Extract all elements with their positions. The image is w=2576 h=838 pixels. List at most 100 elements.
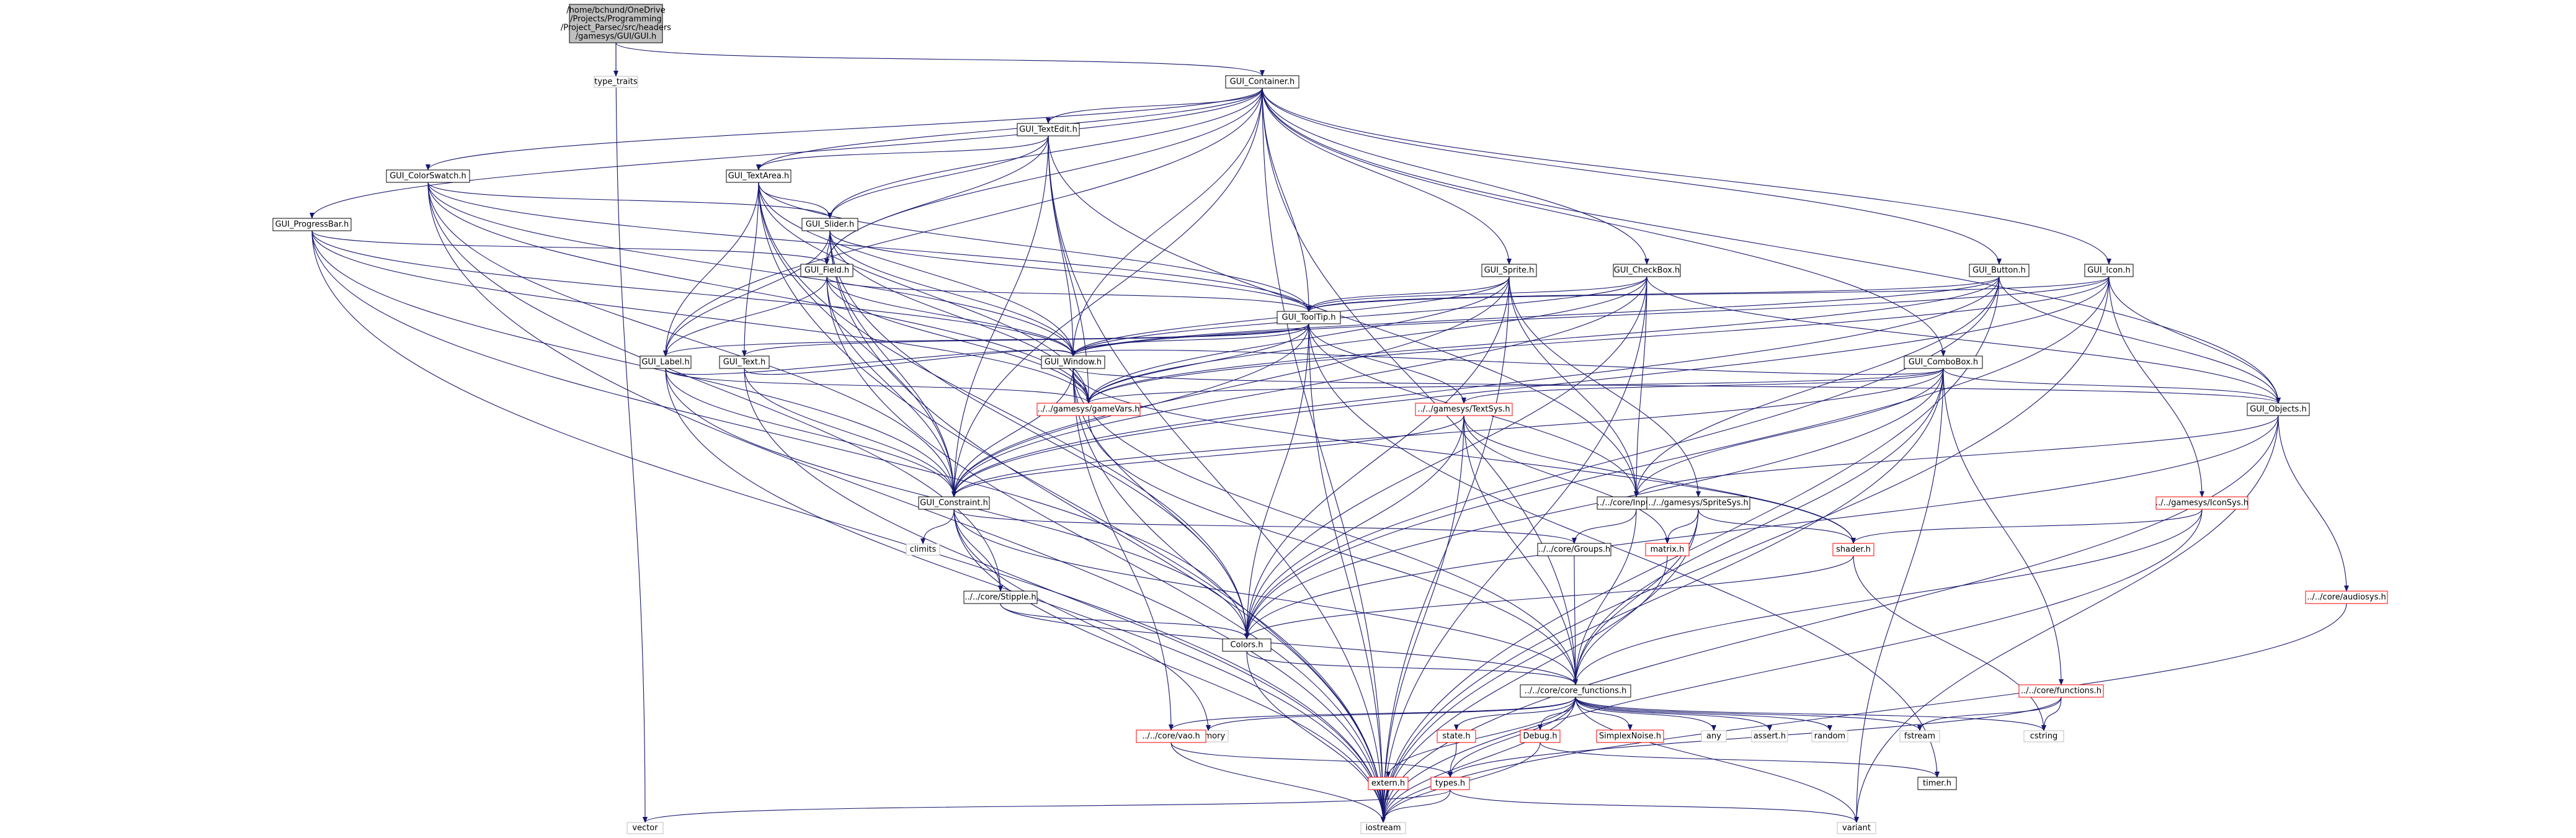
node-extern[interactable]: extern.h [1368,777,1409,790]
node-label-functions: ../../core/functions.h [2021,687,2101,696]
edge-constraint-to-iostream [953,509,1386,823]
edge-progressbar-to-colors [311,230,1249,640]
node-tooltip[interactable]: GUI_ToolTip.h [1277,311,1341,324]
edge-container-to-core-functions [1262,87,1578,685]
node-iconsys[interactable]: ../../gamesys/IconSys.h [2155,496,2248,510]
node-root[interactable]: /home/bchund/OneDrive/Projects/Programmi… [561,4,671,43]
node-sprite[interactable]: GUI_Sprite.h [1481,264,1537,277]
edge-textarea-to-window [758,182,1076,357]
edge-slider-to-label [663,230,831,357]
node-state[interactable]: state.h [1437,729,1476,743]
node-assert: assert.h [1751,730,1788,742]
node-debug[interactable]: Debug.h [1520,729,1561,743]
edge-container-to-icon [1262,87,2111,265]
node-box-debug [1520,729,1561,743]
node-box-text [719,355,770,369]
node-gamevars[interactable]: ../../gamesys/gameVars.h [1036,403,1141,416]
edge-constraint-to-climits [920,509,955,545]
edge-icon-to-constraint [952,276,2110,497]
edge-icon-to-iostream [1381,276,2110,823]
edge-textarea-to-label [663,182,759,357]
edge-sprite-to-constraint [952,276,1510,497]
node-matrix[interactable]: matrix.h [1645,543,1690,556]
node-box-random [1811,730,1848,742]
edge-types-to-vector [643,789,1451,823]
node-textarea[interactable]: GUI_TextArea.h [726,169,791,183]
node-field[interactable]: GUI_Field.h [800,264,853,277]
nodes-layer: /home/bchund/OneDrive/Projects/Programmi… [272,4,2388,834]
node-slider[interactable]: GUI_Slider.h [801,218,858,231]
edge-container-to-textarea [756,87,1263,171]
node-objects[interactable]: GUI_Objects.h [2247,403,2310,416]
edge-core-functions-to-any [1575,697,1716,731]
edge-colors-to-iostream [1246,651,1386,823]
node-label-root-4: /gamesys/GUI/GUI.h [576,32,656,42]
node-shader[interactable]: shader.h [1832,543,1874,556]
node-button[interactable]: GUI_Button.h [1969,264,2030,277]
node-box-field [800,264,853,277]
node-label-timer: timer.h [1923,779,1951,788]
edge-state-to-types [1448,742,1457,778]
edge-core-functions-to-random [1575,697,1832,731]
node-box-checkbox [1613,264,1681,277]
edge-colors-to-core-functions [1246,651,1578,685]
node-label[interactable]: GUI_Label.h [640,355,692,369]
node-types[interactable]: types.h [1430,777,1470,790]
edge-text-to-iostream [744,368,1386,823]
node-constraint[interactable]: GUI_Constraint.h [918,496,990,510]
edge-constraint-to-groups [953,509,1577,544]
edge-icon-to-tooltip [1306,276,2110,312]
node-checkbox[interactable]: GUI_CheckBox.h [1613,264,1681,277]
node-label-icon: GUI_Icon.h [2087,266,2130,275]
edge-container-to-progressbar [310,87,1263,219]
node-progressbar[interactable]: GUI_ProgressBar.h [272,218,352,231]
edge-vao-to-iostream [1170,742,1386,823]
edge-types-to-variant [1450,789,1859,823]
node-combobox[interactable]: GUI_ComboBox.h [1904,355,1983,369]
edge-core-functions-to-simplexnoise [1575,697,1633,731]
node-functions[interactable]: ../../core/functions.h [2018,684,2104,698]
edge-checkbox-to-iostream [1381,276,1647,823]
edge-colorswatch-to-window [427,182,1076,357]
node-label-button: GUI_Button.h [1972,266,2026,275]
node-timer[interactable]: timer.h [1917,777,1957,790]
node-textedit[interactable]: GUI_TextEdit.h [1017,123,1080,136]
edge-checkbox-to-colors [1244,276,1647,640]
node-vao[interactable]: ../../core/vao.h [1136,729,1206,743]
edge-checkbox-to-objects [1646,276,2281,404]
node-label-textsys: ../../gamesys/TextSys.h [1417,405,1510,414]
node-label-label: GUI_Label.h [641,358,689,367]
node-spritesys[interactable]: ../../gamesys/SpriteSys.h [1646,496,1750,510]
edge-textedit-to-textarea [756,135,1049,171]
node-textsys[interactable]: ../../gamesys/TextSys.h [1415,403,1513,416]
edge-icon-to-objects [2108,276,2281,404]
node-box-types [1430,777,1470,790]
edge-combobox-to-constraint [952,368,1944,497]
edge-button-to-objects [1999,276,2281,404]
node-box-fstream [1899,730,1940,742]
edge-textarea-to-gamevars [758,182,1091,404]
node-label-spritesys: ../../gamesys/SpriteSys.h [1648,499,1748,508]
edge-icon-to-window [1071,276,2110,357]
node-core-functions[interactable]: ../../core/core_functions.h [1520,684,1631,698]
node-colors[interactable]: Colors.h [1222,638,1272,652]
node-simplexnoise[interactable]: SimplexNoise.h [1596,729,1664,743]
node-colorswatch[interactable]: GUI_ColorSwatch.h [386,169,470,183]
edge-functions-to-fstream [1917,697,2062,731]
node-stipple[interactable]: ../../core/Stipple.h [963,591,1038,604]
node-container[interactable]: GUI_Container.h [1225,75,1299,89]
edge-window-to-iostream [1072,368,1386,823]
node-icon[interactable]: GUI_Icon.h [2084,264,2134,277]
node-groups[interactable]: ../../core/Groups.h [1537,543,1611,556]
node-text[interactable]: GUI_Text.h [719,355,770,369]
node-label-fstream: fstream [1904,732,1935,741]
edge-container-to-constraint [952,87,1263,497]
edge-iconsys-to-shader [1851,509,2203,544]
edge-objects-to-variant [1854,415,2279,823]
edge-label-to-gamevars [665,368,1091,404]
edge-textsys-to-constraint [952,415,1464,497]
edge-tooltip-to-timer [1308,323,1940,778]
node-audiosys[interactable]: ../../core/audiosys.h [2305,591,2388,604]
node-box-functions [2018,684,2104,698]
node-window[interactable]: GUI_Window.h [1041,355,1105,369]
